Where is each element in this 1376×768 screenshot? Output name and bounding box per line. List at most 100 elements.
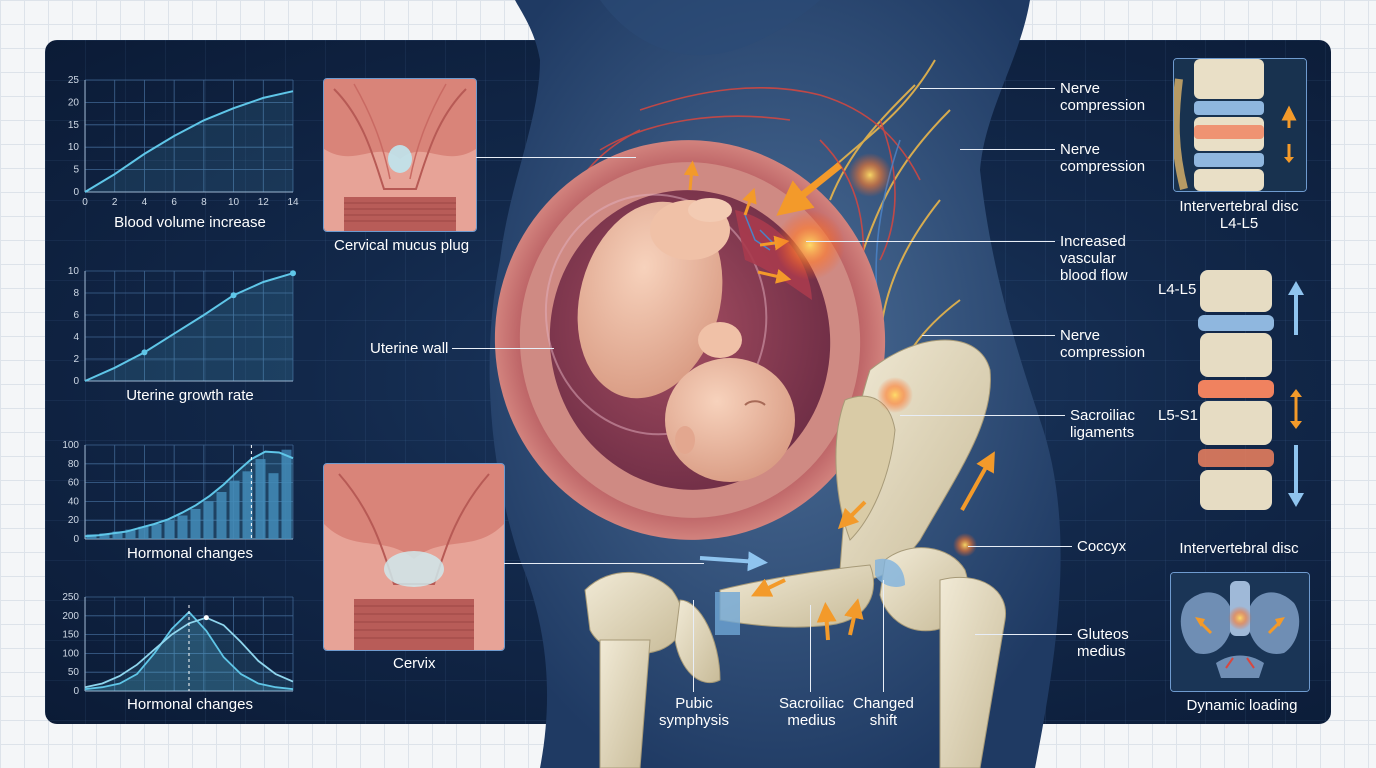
fetus-hand [698, 322, 742, 358]
pubic-cartilage [715, 592, 740, 635]
bar [125, 529, 136, 539]
leader-line-vertical [810, 605, 811, 692]
bar [203, 501, 214, 539]
chart-title: Blood volume increase [114, 214, 266, 231]
series-line [84, 90, 294, 193]
arrow-orange [683, 160, 699, 191]
pain-glow [953, 533, 977, 557]
x-tick-label: 12 [258, 197, 270, 208]
x-tick-label: 14 [287, 197, 299, 208]
ischium [674, 599, 721, 684]
label-nerve-compression: Nerve compression [1060, 80, 1146, 114]
leader-line [975, 634, 1072, 635]
bar [177, 515, 188, 539]
y-tick-label: 100 [62, 648, 79, 659]
femur-left [599, 639, 651, 768]
arrow-orange [960, 451, 995, 511]
leader-line [504, 563, 704, 564]
fetus-foot [688, 198, 732, 222]
bar [99, 533, 110, 539]
thumbnail-caption: Cervix [393, 655, 436, 672]
leader-line [900, 415, 1065, 416]
bar [112, 531, 123, 539]
x-tick-label: 2 [112, 197, 118, 208]
leader-line [960, 149, 1055, 150]
data-point [141, 349, 148, 356]
y-tick-label: 0 [73, 187, 79, 198]
breast-shadow [600, 0, 820, 56]
y-tick-label: 250 [62, 592, 79, 603]
bar [255, 459, 266, 539]
hip-cartilage [875, 558, 905, 587]
data-point [290, 270, 296, 277]
y-tick-label: 0 [73, 686, 79, 697]
y-tick-label: 20 [68, 515, 80, 526]
leader-line [806, 241, 1055, 242]
overlay-area [85, 451, 293, 539]
fetus [577, 198, 795, 482]
label-pubic-symphysis: Pubic symphysis [659, 695, 730, 729]
spine-level-label: L5-S1 [1158, 407, 1199, 424]
spine-level-label: L4-L5 [1158, 281, 1197, 298]
x-tick-label: 0 [82, 197, 88, 208]
y-tick-label: 10 [68, 266, 80, 277]
leader-line [922, 335, 1055, 336]
y-tick-label: 60 [68, 478, 80, 489]
y-tick-label: 6 [73, 310, 79, 321]
leader-line [920, 88, 1055, 89]
bar [268, 473, 279, 539]
label-nerve-compression: Nerve compression [1060, 141, 1146, 175]
data-point [230, 292, 237, 299]
label-sacroiliac-ligaments: Sacroiliac ligaments [1070, 407, 1136, 441]
bar [229, 480, 240, 539]
arrow-orange [757, 269, 792, 284]
x-tick-label: 10 [228, 197, 240, 208]
arrow-orange [844, 598, 864, 636]
x-tick-label: 6 [171, 197, 177, 208]
arrow-orange [816, 602, 837, 641]
y-tick-label: 0 [73, 376, 79, 387]
overlay-line [84, 450, 294, 538]
y-tick-label: 5 [73, 165, 79, 176]
leader-line [476, 157, 636, 158]
y-tick-label: 100 [62, 440, 79, 451]
spine-column-illustration [1198, 270, 1304, 510]
y-tick-label: 80 [68, 459, 80, 470]
y-tick-label: 0 [73, 534, 79, 545]
x-tick-label: 4 [142, 197, 148, 208]
bar [190, 508, 201, 539]
leader-line [968, 546, 1072, 547]
arrow-orange [742, 187, 757, 216]
pelvis-thumb-dynamic-loading [1170, 572, 1310, 692]
spine-thumb-l4l5 [1173, 58, 1307, 192]
label-uterine-wall: Uterine wall [370, 340, 449, 357]
y-tick-label: 15 [68, 120, 80, 131]
bar [138, 526, 149, 539]
pain-glow [775, 210, 845, 280]
bar [151, 523, 162, 539]
y-tick-label: 4 [73, 332, 79, 343]
thumbnail-caption: Cervical mucus plug [334, 237, 470, 254]
bar [242, 471, 253, 539]
arrow-orange [837, 500, 867, 530]
pain-glow [848, 153, 892, 197]
bar [216, 492, 227, 539]
leader-line-vertical [693, 600, 694, 692]
label-vascular-flow: Increased vascular blood flow [1060, 233, 1128, 284]
chart-title: Hormonal changes [127, 696, 253, 713]
big-orange-arrow [776, 162, 843, 216]
chart-title: Hormonal changes [127, 545, 253, 562]
spine-caption: Dynamic loading [1186, 697, 1298, 714]
series-line [84, 272, 294, 382]
label-gluteos-medius: Gluteos medius [1077, 626, 1129, 660]
chart-title: Uterine growth rate [126, 387, 254, 404]
pain-glow [877, 377, 913, 413]
placenta [735, 210, 812, 300]
y-tick-label: 8 [73, 288, 79, 299]
series-area [85, 273, 293, 381]
